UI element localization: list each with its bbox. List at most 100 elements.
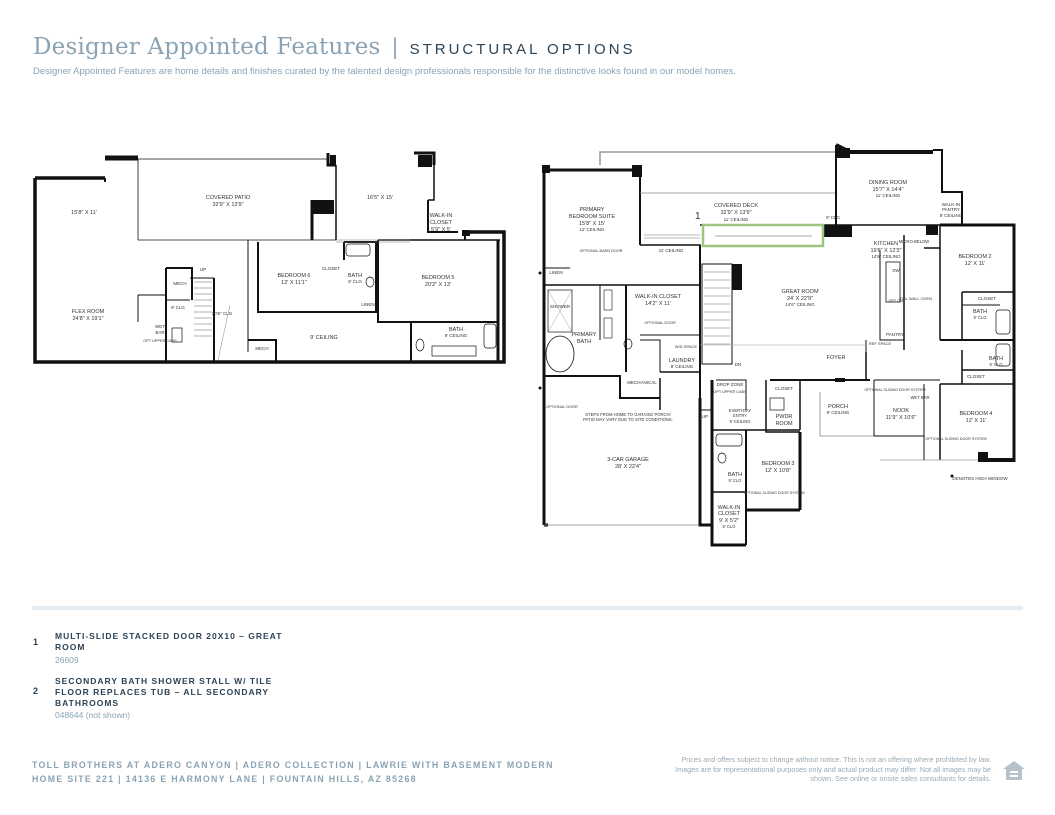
high-window-legend: DENOTES HIGH WINDOW [952, 476, 1008, 481]
nook-dimensions: 11'9" X 10'6" [886, 415, 917, 421]
dishwasher-label: DW [893, 268, 900, 273]
bath-label: BATH [348, 273, 362, 279]
optional-barn-door-label: OPTIONAL BARN DOOR [579, 249, 622, 253]
bedroom2-dimensions: 12' X 11' [965, 261, 986, 267]
great-room-ceiling: 14'6" CEILING [785, 302, 815, 307]
covered-deck-ceiling: 11' CEILING [724, 217, 749, 222]
covered-deck-label: COVERED DECK [714, 203, 758, 209]
walkin-pantry-ceiling: 9' CEILING [940, 213, 963, 218]
bedroom5-dimensions: 20'2" X 13' [425, 282, 451, 288]
covered-patio-label: COVERED PATIO [206, 195, 251, 201]
drop-zone-label: DROP ZONE [717, 382, 744, 387]
walkin-closet-dimensions: 14'2" X 11' [645, 301, 671, 307]
main-floor-labels: PRIMARY BEDROOM SUITE 15'8" X 15' 12' CE… [546, 180, 1008, 529]
dining-room-ceiling: 11' CEILING [876, 193, 901, 198]
bath-label: BATH [989, 356, 1003, 362]
primary-bath-label: PRIMARY [572, 332, 597, 338]
optional-sliding-door-label: OPTIONAL SLIDING DOOR SYSTEM [926, 437, 987, 441]
flex-room-dimensions: 24'8" X 19'1" [72, 316, 103, 322]
steps-note: STEPS FROM HOME TO GARAGE/ PORCH/ [585, 412, 671, 417]
optional-sliding-door-label: OPTIONAL SLIDING DOOR SYSTEM [865, 388, 926, 392]
option-number: 2 [33, 686, 39, 696]
option-title: SECONDARY BATH SHOWER STALL W/ TILE FLOO… [55, 676, 273, 708]
walkin-closet-label: CLOSET [430, 220, 453, 226]
porch-ceiling: 9' CEILING [827, 410, 850, 415]
bedroom3-dimensions: 12' X 10'8" [765, 468, 791, 474]
walkin-closet-ceiling: 9' CLG [723, 524, 736, 529]
powder-room-label: PWDR [776, 414, 793, 420]
community-info: TOLL BROTHERS AT ADERO CANYON | ADERO CO… [32, 760, 554, 770]
intro-text: Designer Appointed Features are home det… [33, 66, 736, 77]
primary-bath-label: BATH [577, 339, 591, 345]
ceiling-label: 9' CLG [826, 215, 840, 220]
great-room-label: GREAT ROOM [781, 289, 818, 295]
walkin-closet-dimensions: 5'9" X 5' [431, 227, 451, 233]
optional-cabinets-label: OPT UPPER CABS [713, 390, 747, 394]
walkin-pantry-label: PANTRY [942, 207, 960, 212]
dining-room-dimensions: 15'7" X 14'4" [872, 187, 903, 193]
optional-door-label: OPTIONAL DOOR [644, 321, 676, 325]
optional-dishwasher-label: OPT DW [888, 299, 904, 303]
double-wall-oven-label: DBL WALL OVEN [900, 296, 932, 301]
ceiling-label: 9' CLG [171, 305, 185, 310]
room-dimensions: 16'5" X 15' [367, 195, 393, 201]
bedroom4-label: BEDROOM 4 [959, 411, 992, 417]
bath-label: BATH [973, 309, 987, 315]
floor-plans: COVERED PATIO 32'9" X 13'9" 15'8" X 11' … [33, 143, 1016, 547]
walkin-pantry-label: WALK-IN [942, 202, 961, 207]
powder-room-label: ROOM [775, 421, 793, 427]
walkin-closet-label: WALK-IN [430, 213, 453, 219]
bedroom3-label: BEDROOM 3 [761, 461, 794, 467]
nook-label: NOOK [893, 408, 910, 414]
mech-label: MECH [173, 281, 186, 286]
section-divider [32, 606, 1023, 610]
option1-highlight [701, 223, 825, 248]
main-floor-plan [542, 143, 1016, 547]
bath-label: BATH [449, 327, 463, 333]
primary-suite-ceiling: 12' CEILING [579, 227, 605, 232]
option-code: 26609 [55, 655, 79, 665]
mechanical-label: MECHANICAL [627, 380, 657, 385]
primary-suite-label: PRIMARY [580, 207, 605, 213]
equal-housing-icon [1003, 761, 1025, 780]
wet-bar-label: WET BAR [910, 395, 929, 400]
option-number: 1 [33, 637, 39, 647]
optional-door-label: OPTIONAL DOOR [546, 405, 578, 409]
optional-cabinets-label: OPT UPPER CABS [143, 339, 177, 343]
closet-label: CLOSET [967, 374, 985, 379]
closet-label: CLOSET [775, 386, 793, 391]
garage-label: 3-CAR GARAGE [607, 457, 649, 463]
kitchen-label: KITCHEN [874, 241, 898, 247]
ref-space-label: REF SPACE [869, 341, 892, 346]
kitchen-dimensions: 19'6" X 12'3" [870, 248, 901, 254]
bedroom6-label: BEDROOM 6 [277, 273, 310, 279]
walkin-closet-dimensions: 9' X 5'2" [719, 518, 739, 524]
primary-suite-dimensions: 15'8" X 15' [579, 221, 605, 227]
wd-space-label: W/D SPACE [675, 344, 697, 349]
primary-suite-label: BEDROOM SUITE [569, 214, 615, 220]
bedroom2-label: BEDROOM 2 [958, 254, 991, 260]
room-dimensions: 15'8" X 11' [71, 210, 97, 216]
wet-bar-label: WET [155, 324, 165, 329]
high-window-marker [538, 386, 542, 390]
basement-floor-plan [33, 151, 506, 364]
ceiling-label: 11' CEILING [659, 248, 684, 253]
page-header: Designer Appointed Features | STRUCTURAL… [33, 34, 636, 60]
walkin-closet-label: WALK-IN [718, 505, 741, 511]
bath-ceiling: 9' CLG [974, 315, 987, 320]
closet-label: CLOSET [322, 266, 340, 271]
high-window-marker [538, 271, 542, 275]
covered-deck-dimensions: 32'9" X 13'9" [720, 210, 751, 216]
shower-label: SHOWER [550, 304, 571, 309]
everyday-entry-label: ENTRY [733, 413, 747, 418]
stairs-up-label: UP [702, 414, 708, 419]
walkin-closet-label: CLOSET [718, 511, 741, 517]
ceiling-label: 20'6" CLG [212, 311, 233, 316]
option1-marker: 1 [695, 211, 701, 222]
walkin-closet-label: WALK-IN CLOSET [635, 294, 682, 300]
dining-room-label: DINING ROOM [869, 180, 907, 186]
steps-note: PATIO MAY VARY DUE TO SITE CONDITIONS. [583, 417, 673, 422]
page-title: Designer Appointed Features [33, 34, 381, 60]
option-title: MULTI-SLIDE STACKED DOOR 20X10 – GREAT R… [55, 631, 283, 652]
wet-bar-label: BAR [155, 330, 165, 335]
